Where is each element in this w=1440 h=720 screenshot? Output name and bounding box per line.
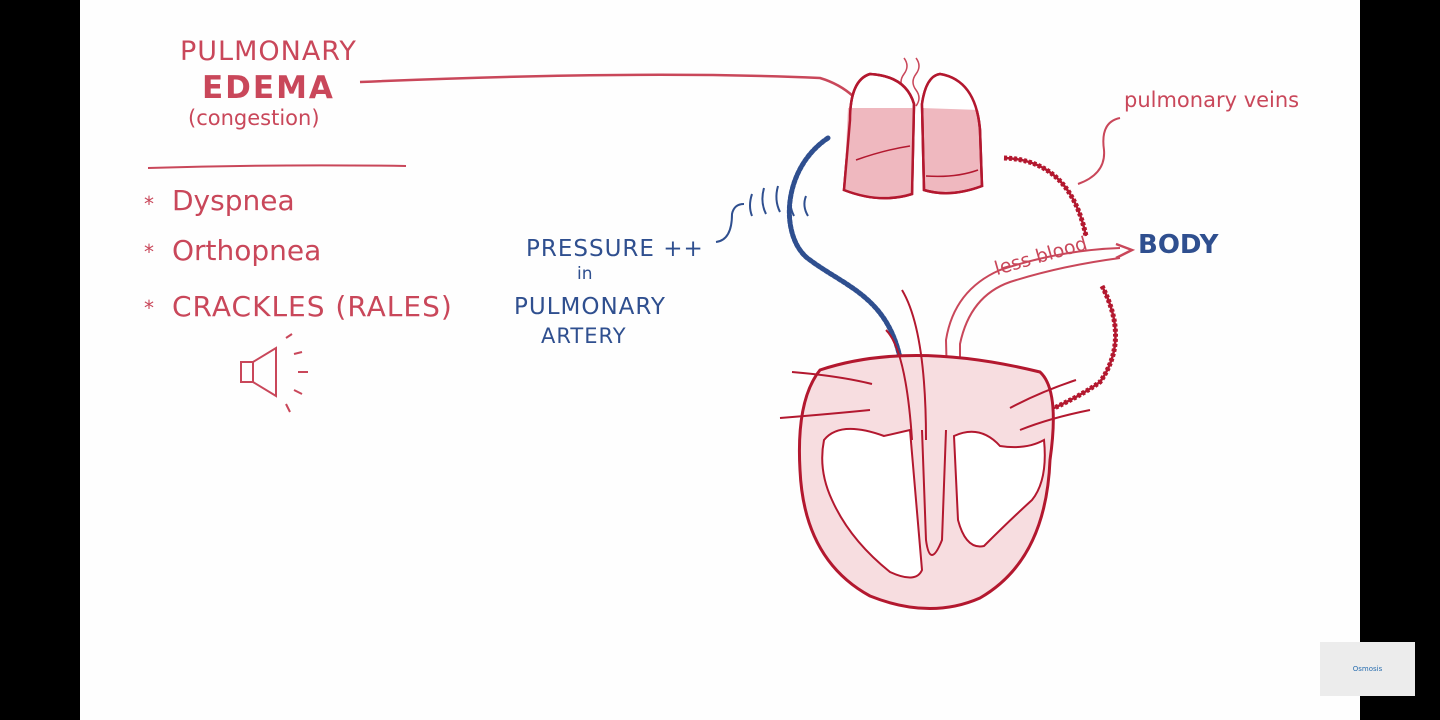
- bullet-icon: *: [144, 240, 154, 264]
- right-vessels: [1009, 379, 1091, 431]
- left-chamber: [821, 427, 924, 579]
- diagram-canvas: PULMONARY EDEMA (congestion) * * * Dyspn…: [80, 0, 1360, 720]
- heart-lung-diagram: [147, 57, 1136, 610]
- arrow-to-body-icon: [1115, 242, 1136, 260]
- artery-trunk: [885, 289, 927, 441]
- symptom-item: Dyspnea: [172, 184, 295, 217]
- pressure-label-line-3: PULMONARY: [514, 294, 666, 320]
- lungs: [842, 72, 984, 200]
- logo-text: Osmosis: [1352, 665, 1383, 673]
- pressure-label-line-2: in: [577, 264, 593, 284]
- pressure-label-line-4: ARTERY: [541, 324, 627, 348]
- pointer-line: [359, 73, 878, 131]
- symptom-item: CRACKLES (RALES): [172, 290, 453, 323]
- right-chamber: [952, 430, 1046, 548]
- aortic-flow: [944, 247, 1121, 421]
- heading-divider: [147, 164, 407, 169]
- speaker-icon: [240, 346, 277, 398]
- heart: [779, 289, 1091, 610]
- osmosis-logo: Osmosis: [1320, 642, 1415, 696]
- pressure-label-line-1: PRESSURE ++: [526, 236, 704, 262]
- septum: [921, 429, 947, 556]
- vena-cava: [779, 371, 873, 419]
- heading-line-1: PULMONARY: [180, 36, 357, 67]
- pressure-waves-icon: [715, 185, 809, 243]
- body-label: BODY: [1138, 230, 1219, 260]
- sound-waves-icon: [285, 333, 308, 413]
- veins-leader: [1077, 117, 1121, 185]
- bullet-icon: *: [144, 296, 154, 320]
- pulmonary-veins-label: pulmonary veins: [1124, 88, 1300, 112]
- symptom-item: Orthopnea: [172, 234, 322, 267]
- bullet-icon: *: [144, 192, 154, 216]
- heading-line-3: (congestion): [188, 106, 320, 130]
- heading-line-2: EDEMA: [202, 70, 335, 106]
